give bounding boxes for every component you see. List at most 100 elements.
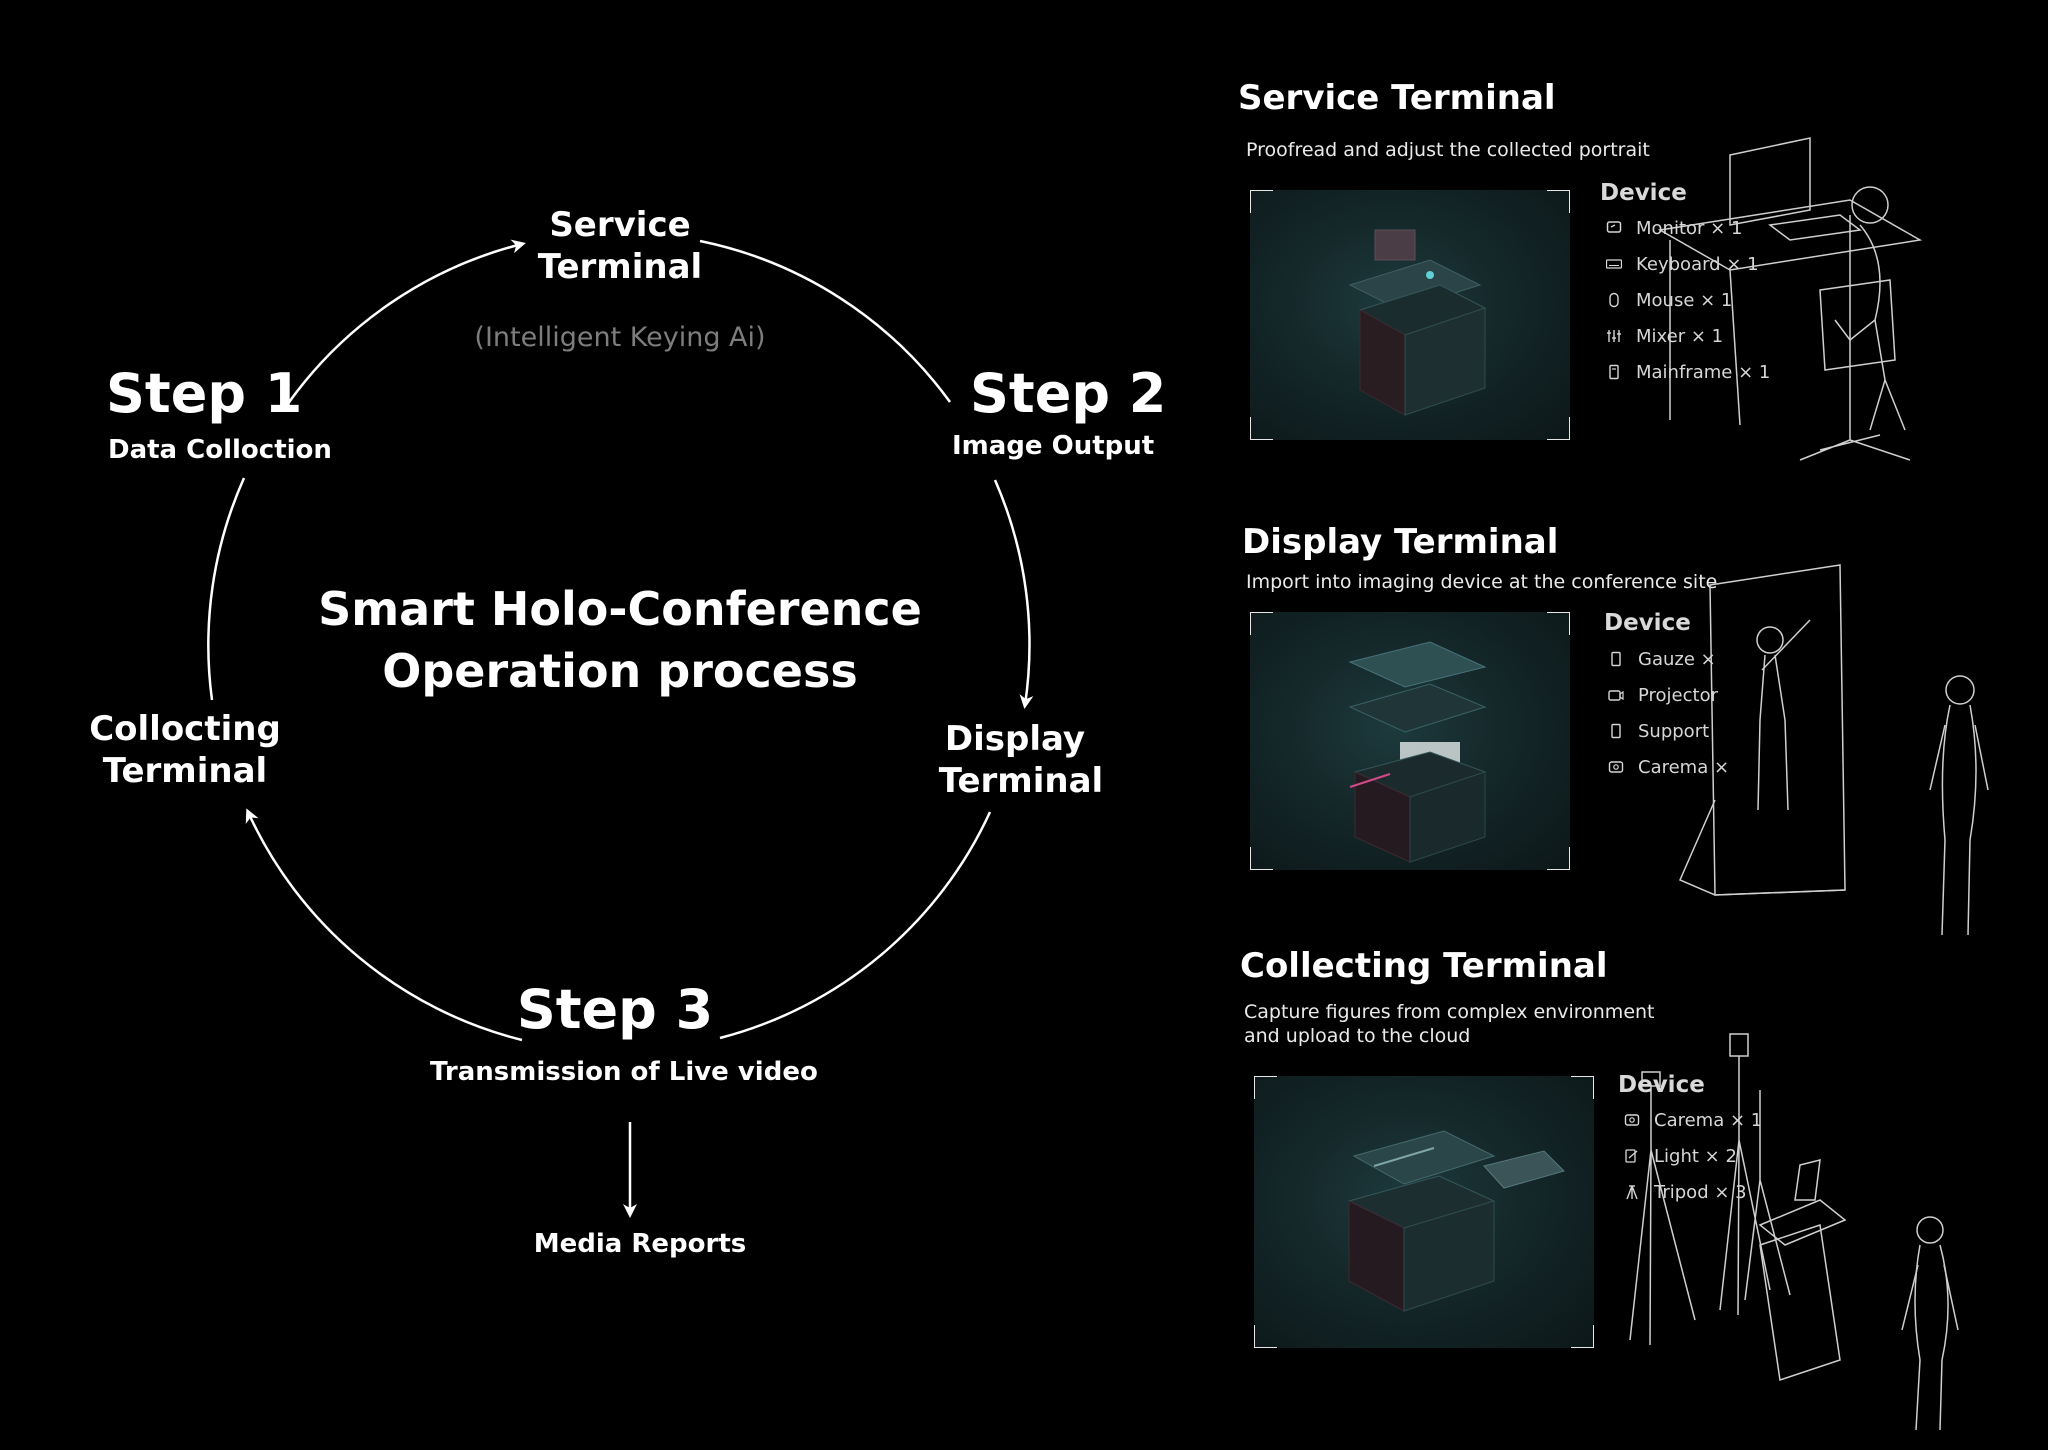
device-label: Monitor × 1 [1636,217,1743,239]
display-hologram-sketch [1679,564,1989,936]
frame-corner [1547,612,1570,635]
device-item: Monitor × 1 [1606,210,1770,246]
frame-corner [1571,1076,1594,1099]
mixer-icon [1606,328,1622,344]
service-case-render [1348,229,1487,416]
panel-service-description: Proofread and adjust the collected portr… [1246,139,1650,161]
panel-collecting-description-line1: Capture figures from complex environment [1244,1001,1655,1023]
frame-corner [1254,1325,1277,1348]
frame-corner [1547,847,1570,870]
step2-subtitle: Image Output [952,431,1155,461]
device-item: Gauze × [1608,641,1729,677]
panel-display-description: Import into imaging device at the confer… [1246,571,1718,593]
panel-display-device-heading: Device [1604,610,1691,636]
step2-node: Step 2 Image Output [940,364,1170,462]
panel-service-device-list: Monitor × 1 Keyboard × 1 Mouse × 1 Mixer… [1606,210,1770,390]
frame-corner [1571,1325,1594,1348]
panel-collecting-device-list: Carema × 1 Light × 2 Tripod × 3 [1624,1102,1762,1210]
cycle-diagram [207,239,1034,1218]
service-workstation-sketch [1657,137,1923,461]
panel-collecting-device-heading: Device [1618,1072,1705,1098]
collecting-equipment-sketch [1629,1033,1959,1431]
arc-display-to-step3 [719,811,992,1040]
device-label: Mainframe × 1 [1636,361,1771,383]
frame-corner [1250,417,1273,440]
device-item: Projector [1608,677,1729,713]
camera-icon [1608,759,1624,775]
device-label: Mixer × 1 [1636,325,1724,347]
frame-corner [1250,847,1273,870]
panel-service-device-heading: Device [1600,180,1687,206]
display-terminal-line2: Terminal [938,761,1104,801]
device-item: Mixer × 1 [1606,318,1770,354]
arrow-step1-to-service [285,239,526,406]
panel-service-title: Service Terminal [1238,78,1556,118]
frame-corner [1250,612,1273,635]
device-item: Carema × [1608,749,1729,785]
tripod-icon [1624,1184,1640,1200]
process-title-line2: Operation process [382,644,858,698]
light-icon [1624,1148,1640,1164]
step1-subtitle: Data Colloction [108,435,332,465]
step1-title: Step 1 [106,362,303,425]
gauze-icon [1608,651,1624,667]
device-item: Tripod × 3 [1624,1174,1762,1210]
device-label: Mouse × 1 [1636,289,1733,311]
mouse-icon [1606,292,1622,308]
process-title-line1: Smart Holo-Conference [318,582,922,636]
collecting-terminal-line2: Terminal [102,751,268,791]
service-terminal-node: Service Terminal [520,204,720,288]
device-item: Light × 2 [1624,1138,1762,1174]
mainframe-icon [1606,364,1622,380]
frame-corner [1250,190,1273,213]
panel-collecting-description-line2: and upload to the cloud [1244,1025,1471,1047]
service-render-image [1250,190,1570,440]
monitor-icon [1606,220,1622,236]
frame-corner [1547,417,1570,440]
device-label: Carema × [1638,756,1730,778]
frame-corner [1547,190,1570,213]
service-terminal-line1: Service [549,205,691,245]
step3-node: Step 3 Transmission of Live video [430,980,880,1088]
device-item: Mouse × 1 [1606,282,1770,318]
collecting-case-render [1347,1130,1565,1312]
collecting-terminal-line1: Collocting [89,709,281,749]
device-label: Tripod × 3 [1654,1181,1747,1203]
step1-node: Step 1 Data Colloction [96,362,332,466]
device-label: Keyboard × 1 [1636,253,1759,275]
arc-collecting-to-step1 [207,477,246,701]
collecting-terminal-node: Collocting Terminal [70,708,300,792]
support-icon [1608,723,1624,739]
display-case-render [1348,641,1487,863]
service-terminal-line2: Terminal [537,247,703,287]
keyboard-icon [1606,256,1622,272]
intelligent-keying-note: (Intelligent Keying Ai) [474,322,766,353]
display-render-image [1250,612,1570,870]
panel-display-title: Display Terminal [1242,522,1559,562]
frame-corner [1254,1076,1277,1099]
media-reports-label: Media Reports [533,1229,747,1259]
collecting-render-image [1254,1076,1594,1348]
arrow-step2-to-display [993,479,1034,709]
arrow-step3-to-collecting [245,808,523,1042]
arc-service-to-step2 [699,239,952,403]
display-terminal-line1: Display [944,719,1086,759]
device-label: Light × 2 [1654,1145,1737,1167]
display-terminal-node: Display Terminal [900,718,1130,802]
step2-title: Step 2 [970,362,1167,425]
device-item: Carema × 1 [1624,1102,1762,1138]
device-label: Gauze × [1638,648,1716,670]
projector-icon [1608,687,1624,703]
panel-collecting-title: Collecting Terminal [1240,946,1608,986]
device-item: Keyboard × 1 [1606,246,1770,282]
device-label: Carema × 1 [1654,1109,1763,1131]
process-title: Smart Holo-Conference Operation process [220,578,1020,702]
panel-display-device-list: Gauze × Projector Support Carema × [1608,641,1729,785]
step3-subtitle: Transmission of Live video [430,1057,818,1087]
device-item: Support [1608,713,1729,749]
step3-title: Step 3 [516,978,714,1041]
camera-icon [1624,1112,1640,1128]
device-item: Mainframe × 1 [1606,354,1770,390]
device-label: Support [1638,720,1710,742]
device-label: Projector [1638,684,1718,706]
